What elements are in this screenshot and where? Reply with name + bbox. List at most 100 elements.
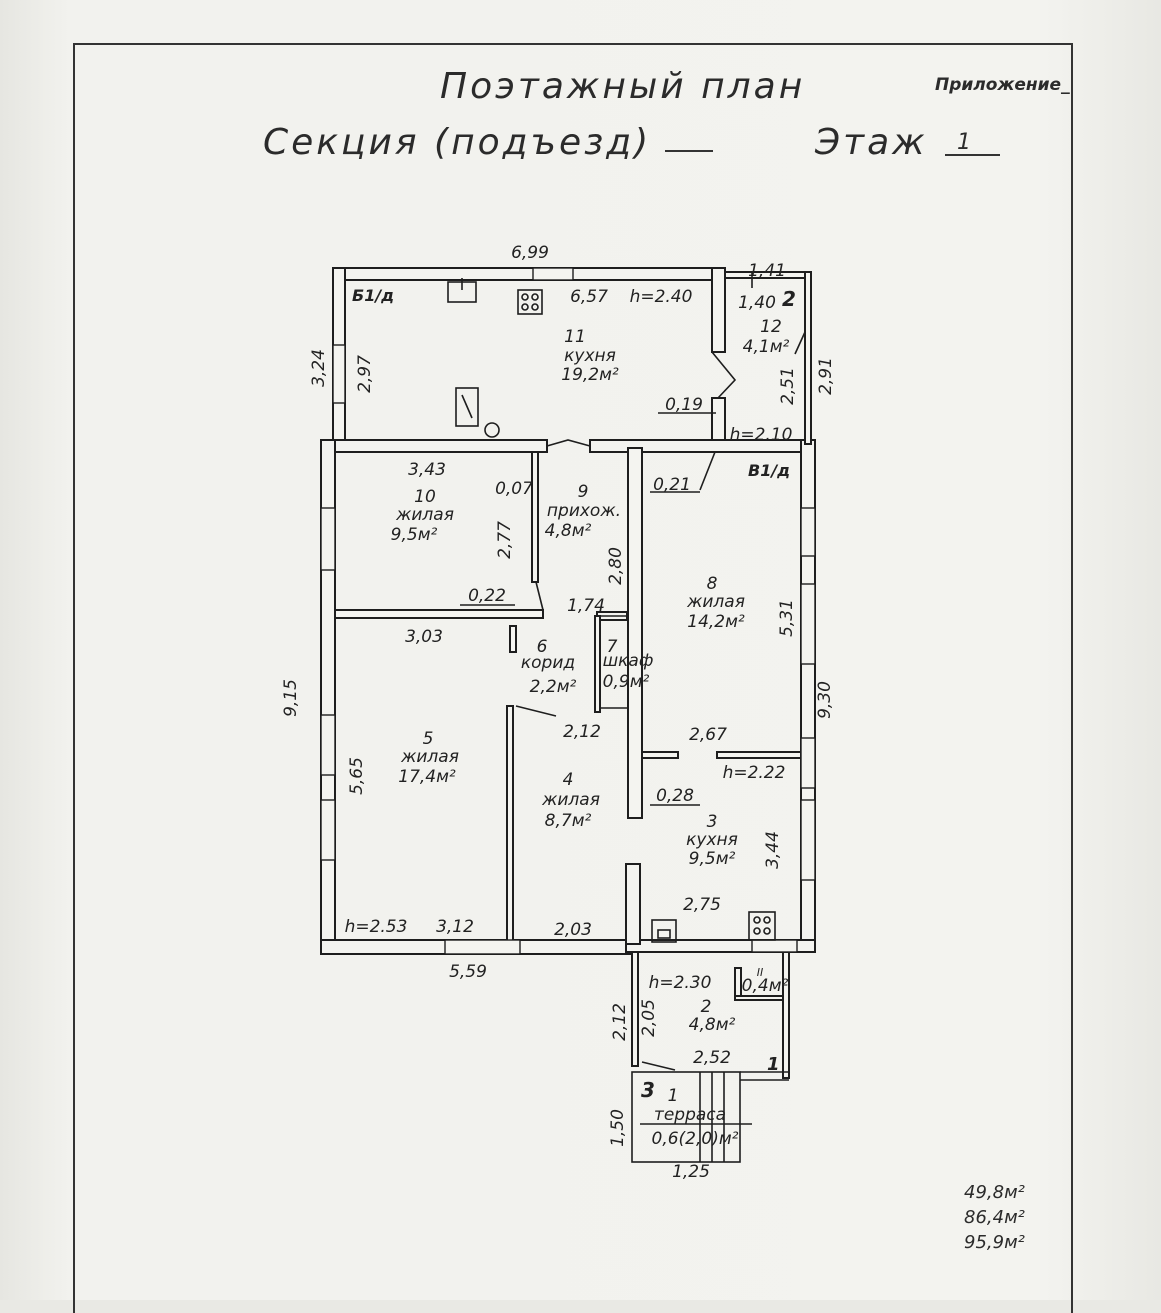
- block-tag-2: 2: [782, 287, 796, 311]
- room-12-area: 4,1м²: [743, 337, 790, 357]
- section-label: Секция (подъезд): [263, 122, 652, 163]
- room-1-number: 1: [668, 1086, 679, 1106]
- room-11-name: кухня: [564, 346, 616, 366]
- room-4-number: 4: [563, 770, 574, 790]
- dim-label: 6,57: [570, 287, 608, 307]
- dim-label: h=2.10: [730, 425, 793, 445]
- floor-label: Этаж: [815, 122, 928, 163]
- room-9-name: прихож.: [547, 501, 621, 521]
- dim-label: h=2.30: [649, 973, 712, 993]
- dim-label: 1,25: [672, 1162, 710, 1182]
- dim-label: 5,65: [347, 757, 367, 795]
- section-blank-line: [665, 150, 713, 152]
- window: [800, 507, 816, 557]
- wall: [782, 951, 790, 1079]
- window: [800, 583, 816, 665]
- window: [320, 507, 336, 571]
- dim-label: 1,74: [567, 596, 605, 616]
- terrace-outline: [631, 1071, 741, 1163]
- dim-label: 2,03: [554, 920, 592, 940]
- door: [535, 581, 544, 611]
- wall: [627, 447, 643, 819]
- room-3-number: 3: [707, 812, 718, 832]
- leader-lines: [460, 412, 752, 1125]
- dim-label: 3,44: [763, 831, 783, 869]
- window: [332, 344, 346, 404]
- dim-label: 2,77: [495, 521, 515, 559]
- room-4-area: 8,7м²: [545, 811, 592, 831]
- wall: [734, 967, 742, 999]
- door: [711, 351, 737, 399]
- doors: [515, 272, 806, 1071]
- door: [794, 331, 806, 355]
- wall: [641, 751, 679, 759]
- room-6-name: корид: [521, 653, 575, 673]
- door: [546, 439, 591, 447]
- room-5-name: жилая: [400, 747, 459, 767]
- wall: [631, 951, 639, 1067]
- block-tag-3: 3: [641, 1078, 655, 1102]
- room-7-area: 0,9м²: [603, 672, 650, 692]
- dim-label: 2,12: [563, 722, 601, 742]
- room-2b-number: II: [757, 966, 764, 979]
- dim-label: 2,75: [683, 895, 721, 915]
- wall: [734, 995, 784, 1001]
- floor-blank-line: [945, 154, 1000, 156]
- dim-label: 0,28: [656, 786, 694, 806]
- windows: [320, 267, 816, 955]
- plan-title: Поэтажный план: [440, 66, 806, 107]
- block-tags: Б1/д В1/д 2 1 3: [352, 286, 796, 1102]
- dim-label: 2,52: [693, 1048, 731, 1068]
- window: [320, 799, 336, 861]
- room-6-number: 6: [537, 637, 548, 657]
- drawing-frame: [73, 43, 1073, 1313]
- dim-label: 3,43: [408, 460, 446, 480]
- room-4-name: жилая: [541, 790, 600, 810]
- room-10-number: 10: [414, 487, 436, 507]
- dim-label: 5,59: [449, 962, 487, 982]
- dim-label: 0,07: [495, 479, 533, 499]
- dim-label: 3,03: [405, 627, 443, 647]
- room-6-area: 2,2м²: [530, 677, 577, 697]
- wall: [320, 439, 548, 453]
- wall: [334, 609, 544, 619]
- dimensions: 6,99 6,57 h=2.40 1,41 1,40 0,19 h=2.10 3…: [281, 243, 836, 1182]
- dim-label: 3,24: [309, 349, 329, 387]
- room-12-number: 12: [760, 317, 782, 337]
- room-2-area: 4,8м²: [689, 1015, 736, 1035]
- dim-label: 0,22: [468, 586, 506, 606]
- walls: [320, 267, 816, 1079]
- window: [751, 939, 798, 953]
- fixtures: [447, 278, 776, 943]
- dim-label: 2,51: [778, 367, 798, 405]
- dim-label: 1,40: [738, 293, 776, 313]
- dim-label: 2,91: [816, 357, 836, 395]
- wall: [711, 267, 726, 353]
- total-area: 86,4м²: [964, 1207, 1025, 1228]
- wall: [804, 271, 812, 445]
- dim-label: 9,15: [281, 679, 301, 717]
- stove-icon: [517, 289, 543, 315]
- floor-value: 1: [957, 130, 971, 155]
- room-11-number: 11: [564, 327, 586, 347]
- block-tag-b1: Б1/д: [352, 286, 394, 305]
- room-2-number: 2: [701, 997, 712, 1017]
- terrace-steps: [631, 1071, 789, 1163]
- room-2b-area: 0,4м²: [742, 976, 789, 996]
- wall: [531, 451, 539, 583]
- room-10-name: жилая: [395, 505, 454, 525]
- dim-label: 1,41: [748, 261, 786, 281]
- appendix-label: Приложение_: [935, 75, 1070, 95]
- window: [320, 714, 336, 776]
- total-area-with-extras: 95,9м²: [964, 1232, 1025, 1253]
- dim-label: 0,21: [653, 475, 691, 495]
- room-1-name: терраса: [654, 1105, 726, 1125]
- window: [800, 737, 816, 789]
- wall: [506, 705, 514, 943]
- room-9-number: 9: [578, 482, 589, 502]
- total-living-area: 49,8м²: [964, 1182, 1025, 1203]
- dim-label: 0,19: [665, 395, 703, 415]
- boiler-icon: [455, 387, 479, 427]
- dim-label: 5,31: [777, 599, 797, 637]
